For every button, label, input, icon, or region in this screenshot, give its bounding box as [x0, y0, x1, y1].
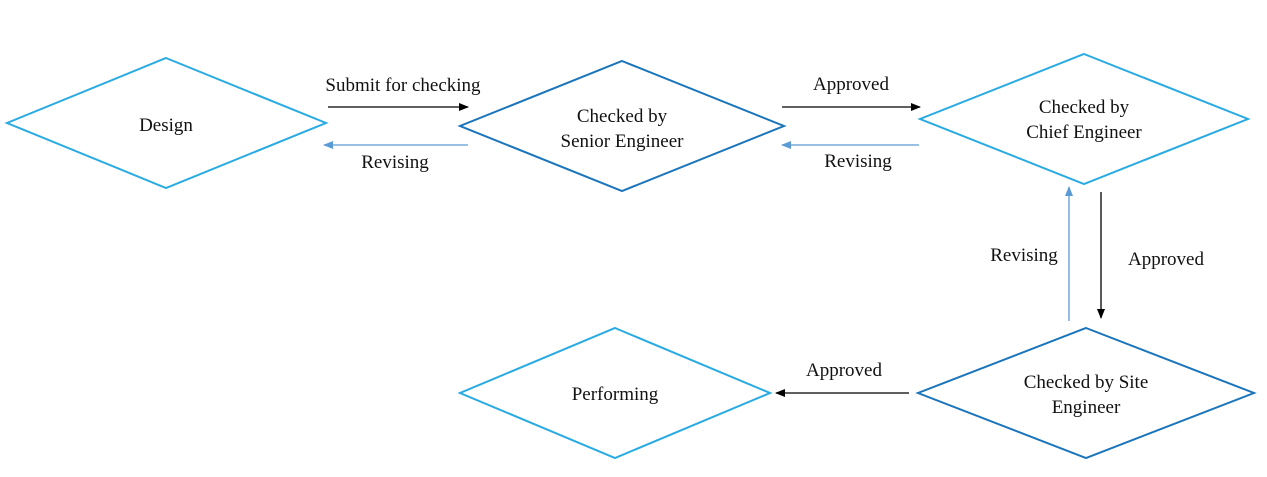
node-chief-engineer: Checked by Chief Engineer — [917, 52, 1251, 186]
edge-site-to-performing-label: Approved — [806, 360, 882, 381]
edge-senior-to-design: Revising — [323, 141, 468, 173]
node-site-engineer: Checked by Site Engineer — [915, 326, 1257, 460]
node-design: Design — [4, 56, 329, 190]
node-chief-label-line2: Chief Engineer — [1026, 122, 1142, 143]
edge-design-to-senior-label: Submit for checking — [325, 75, 481, 96]
edge-site-to-chief: Revising — [990, 186, 1073, 321]
edge-site-to-chief-label: Revising — [990, 245, 1058, 266]
node-senior-label-line2: Senior Engineer — [561, 131, 685, 152]
edge-design-to-senior: Submit for checking — [325, 75, 481, 111]
edge-chief-to-senior-label: Revising — [824, 151, 892, 172]
edge-chief-to-senior: Revising — [781, 141, 919, 172]
edge-senior-to-design-label: Revising — [361, 152, 429, 173]
node-senior-label-line1: Checked by — [577, 106, 668, 127]
node-chief-label-line1: Checked by — [1039, 97, 1130, 118]
node-performing: Performing — [457, 326, 773, 460]
node-design-label: Design — [139, 115, 193, 136]
node-site-label-line2: Engineer — [1052, 397, 1121, 418]
edge-senior-to-chief: Approved — [782, 74, 921, 111]
edge-chief-to-site-label: Approved — [1128, 249, 1204, 270]
edge-chief-to-site: Approved — [1097, 192, 1204, 319]
node-site-label-line1: Checked by Site — [1024, 372, 1149, 393]
node-senior-engineer: Checked by Senior Engineer — [457, 59, 787, 193]
node-performing-label: Performing — [572, 384, 659, 405]
edge-senior-to-chief-label: Approved — [813, 74, 889, 95]
edge-site-to-performing: Approved — [775, 360, 909, 397]
